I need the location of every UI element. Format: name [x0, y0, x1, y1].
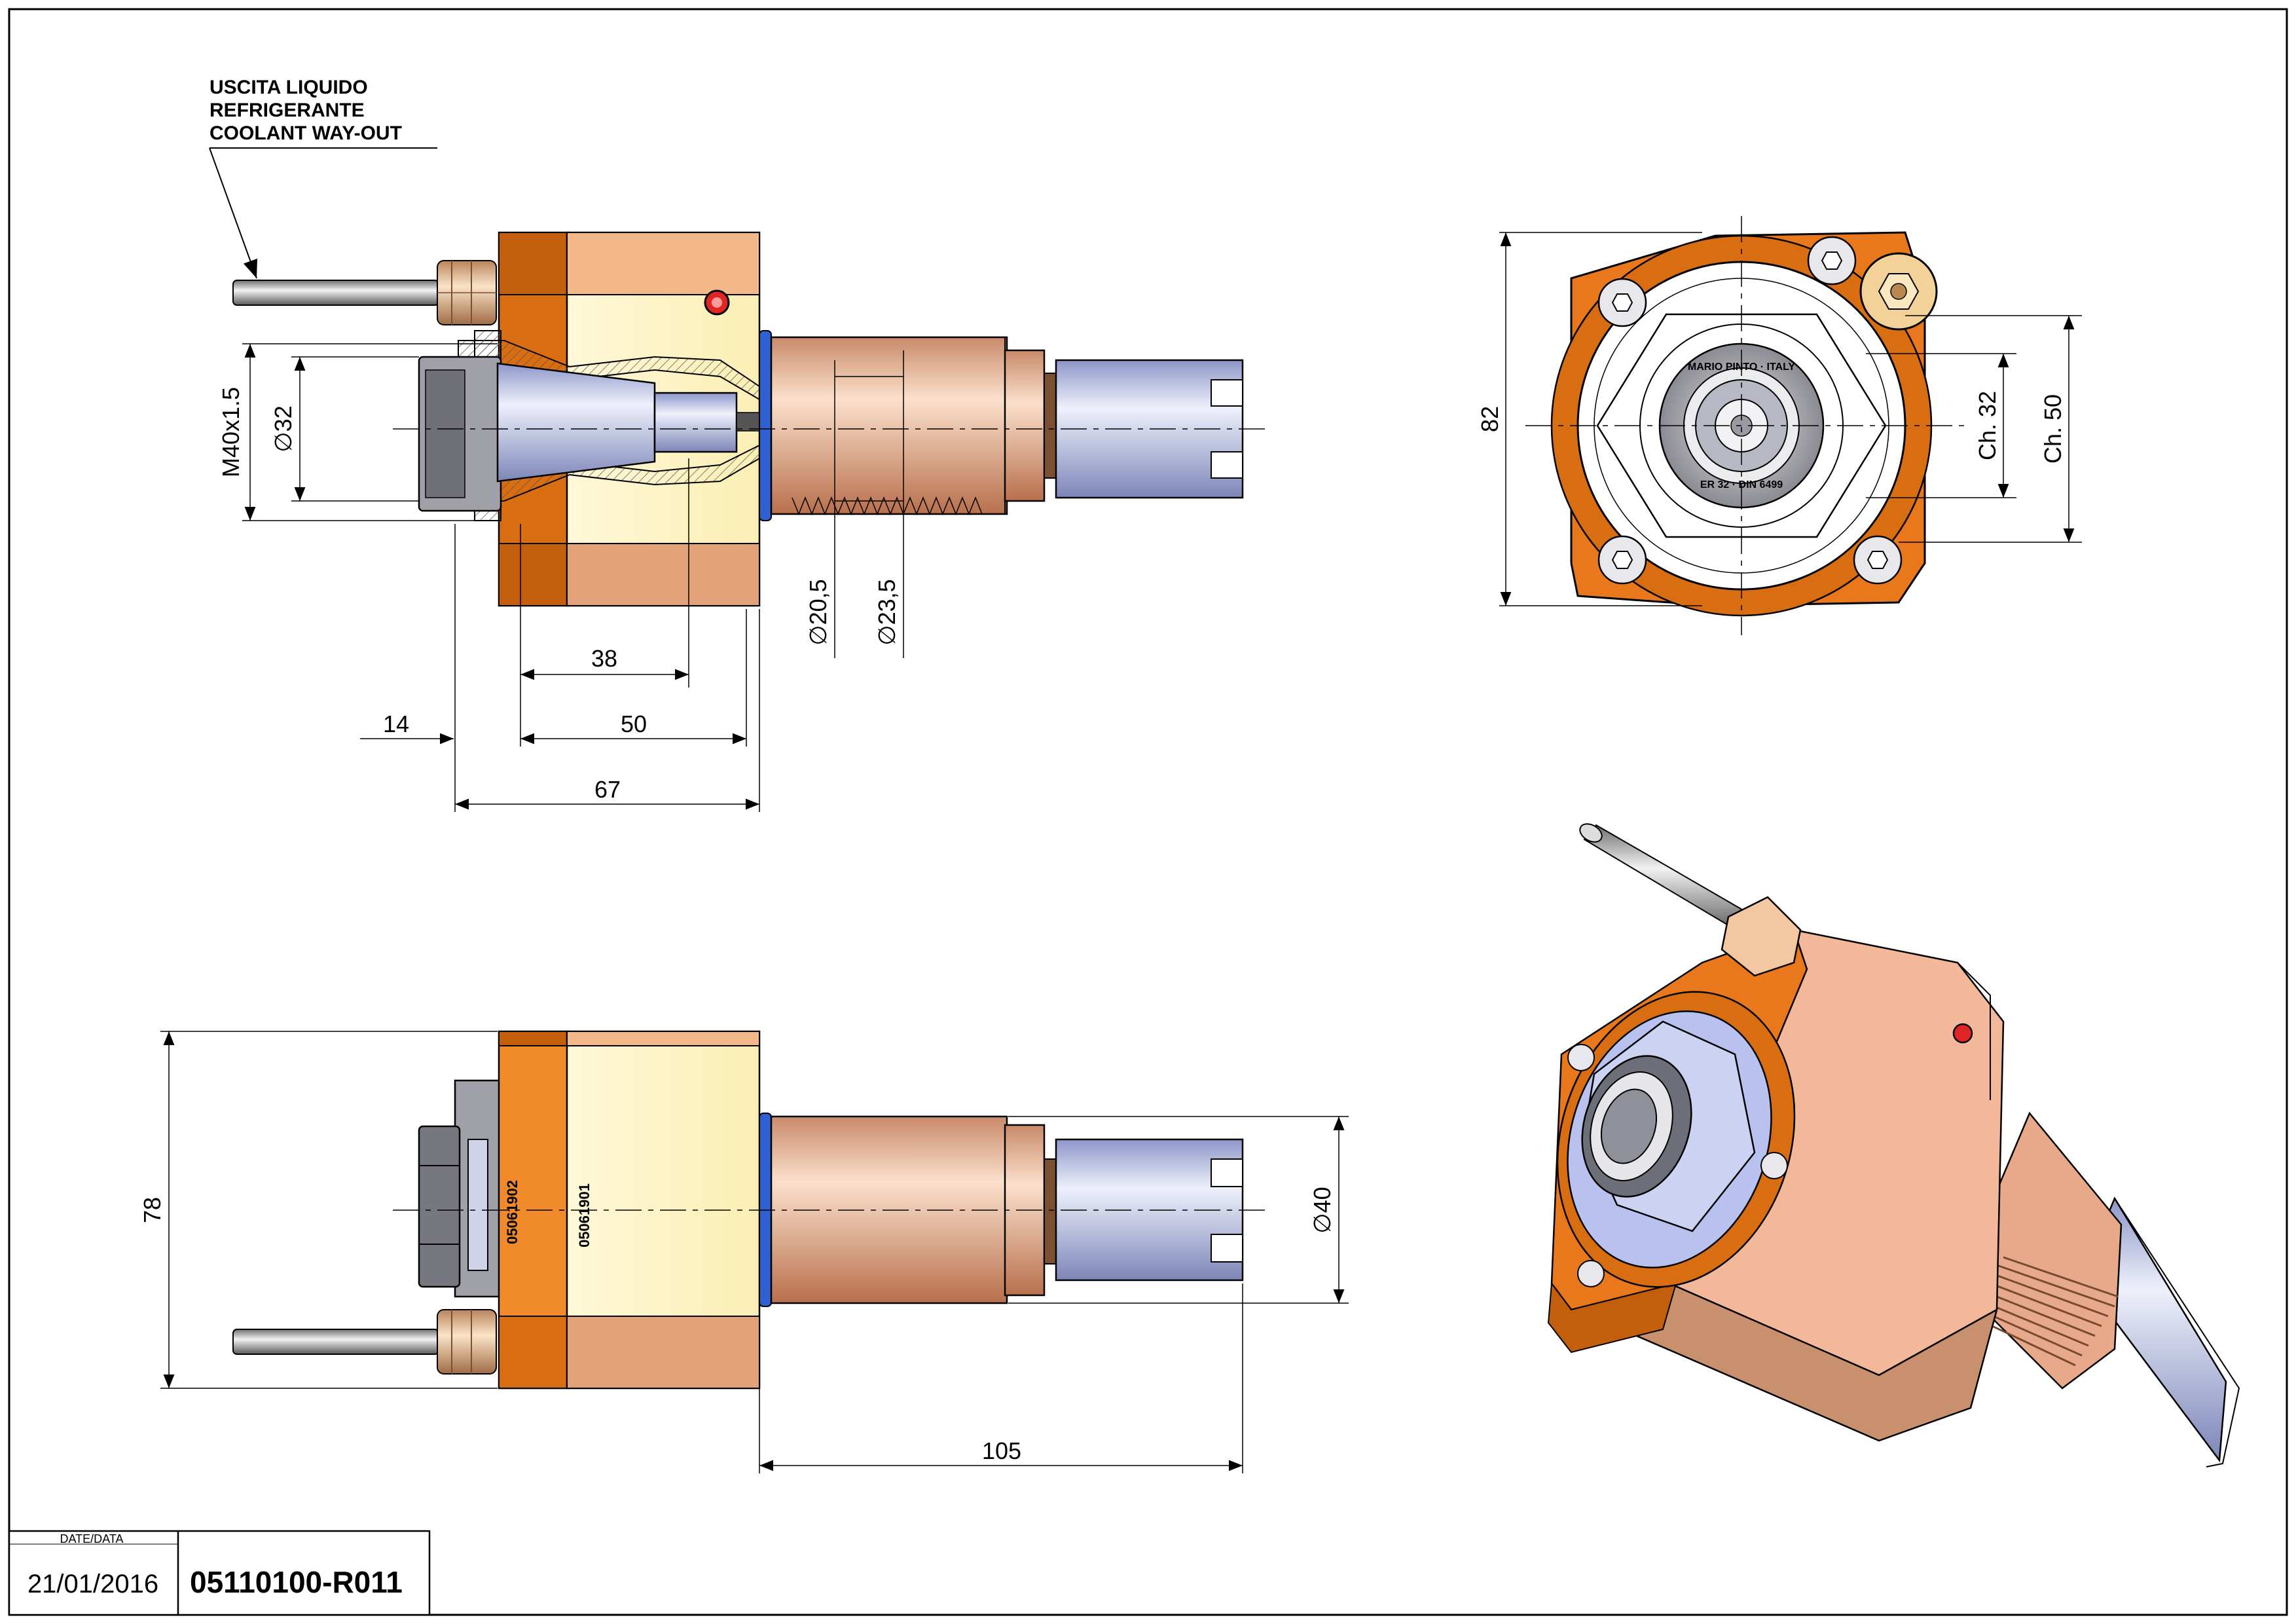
dim-ch50: Ch. 50: [2039, 394, 2066, 464]
part-number-1: 05061902: [504, 1180, 520, 1244]
bolt-bottom-left: [1597, 535, 1647, 585]
bolt-bottom-right: [1853, 535, 1903, 585]
isometric-view: [1547, 823, 2240, 1467]
callout-line-2: REFRIGERANTE: [210, 100, 365, 121]
coolant-rod-bottom: [232, 1329, 439, 1355]
front-view-dimensions: 82 Ch. 32 Ch. 50: [1476, 232, 2082, 606]
dim-d32: ∅32: [270, 405, 297, 452]
date-value: 21/01/2016: [27, 1570, 158, 1598]
dim-d40: ∅40: [1309, 1187, 1336, 1233]
dim-14: 14: [383, 710, 409, 737]
drawing-code: 05110100-R011: [190, 1565, 403, 1599]
callout-line-3: COOLANT WAY-OUT: [210, 122, 402, 144]
hex-nut-side: [418, 1125, 461, 1288]
seal-ring: [759, 330, 772, 521]
side-view-dimensions: M40x1.5 ∅32 ∅20,5 ∅23,5 38 14 50 67: [217, 343, 904, 812]
dim-78: 78: [139, 1197, 166, 1223]
dim-m40: M40x1.5: [217, 387, 244, 477]
sheet-border: [8, 8, 2288, 1616]
collet-cone: [496, 362, 656, 483]
top-view-dimensions: 78 ∅40 105: [139, 1031, 1349, 1473]
iso-sleeve: [1956, 1111, 2123, 1390]
top-view: 05061902 05061901: [232, 1030, 1267, 1390]
coolant-fitting-front: [1859, 252, 1938, 331]
bolt-top-right: [1807, 236, 1857, 286]
dim-38: 38: [591, 645, 617, 672]
coolant-rod: [232, 280, 439, 306]
part-number-2: 05061901: [576, 1183, 592, 1247]
iso-coolant-plug: [1952, 1023, 1973, 1044]
iso-coolant-fitting: [1721, 896, 1802, 977]
callout-line-1: USCITA LIQUIDO: [210, 77, 368, 98]
shaft-thread: [792, 496, 983, 516]
bolt-top-left: [1597, 278, 1647, 327]
dim-50: 50: [621, 710, 647, 737]
dim-d23-5: ∅23,5: [873, 579, 900, 645]
dim-105: 105: [982, 1437, 1021, 1464]
dim-67: 67: [594, 776, 621, 803]
date-label: DATE/DATA: [60, 1532, 123, 1545]
dim-ch32: Ch. 32: [1974, 391, 2001, 460]
front-view: MARIO PINTO · ITALY ER 32 · DIN 6499: [1525, 216, 1964, 635]
side-section-view: [232, 231, 1267, 607]
dim-82: 82: [1476, 406, 1503, 432]
iso-thread: [1957, 1256, 2119, 1367]
shaft-sleeve: [770, 336, 1008, 515]
dim-d20-5: ∅20,5: [805, 579, 831, 645]
coolant-fitting-bottom: [437, 1309, 497, 1375]
coolant-callout: USCITA LIQUIDO REFRIGERANTE COOLANT WAY-…: [209, 77, 437, 279]
title-block: DATE/DATA 21/01/2016 05110100-R011: [8, 1530, 431, 1616]
